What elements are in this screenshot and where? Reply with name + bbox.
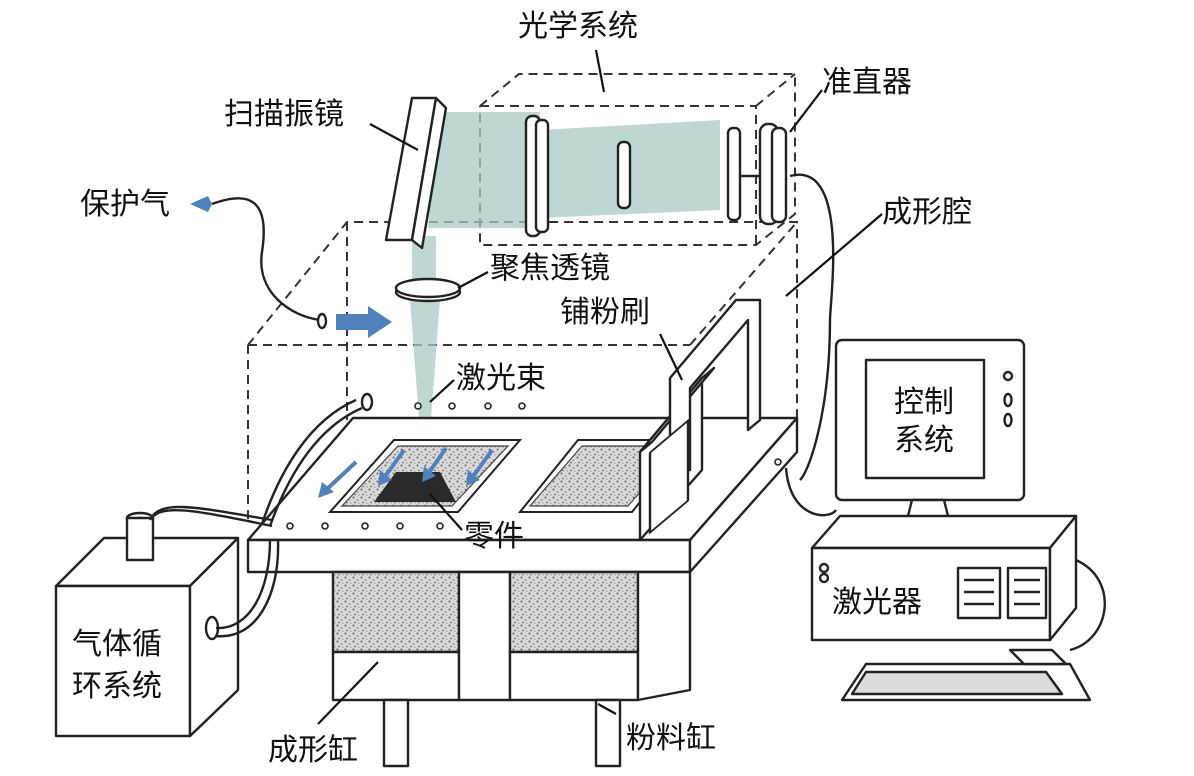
monitor [834,338,1026,534]
label-optical-system: 光学系统 [518,9,638,44]
label-collimator: 准直器 [822,65,912,100]
table-holes [286,402,782,530]
part-shape [374,472,456,502]
label-gas-circulation-1: 气体循 [72,627,162,662]
laser-unit [810,514,1078,642]
label-shield-gas: 保护气 [80,187,170,222]
label-part: 零件 [464,519,524,554]
leader-lines [317,49,883,725]
label-forming-chamber: 成形腔 [882,195,972,230]
label-build-cylinder: 成形缸 [268,733,358,768]
cables [784,173,1106,652]
label-laser-beam: 激光束 [456,361,546,396]
labels: 光学系统 准直器 扫描振镜 保护气 成形腔 聚焦透镜 铺粉刷 激光束 控制 系统… [72,9,972,768]
label-recoater-brush: 铺粉刷 [560,295,650,330]
recoater-brush [638,298,762,542]
optical-system-box [479,73,796,246]
label-control-system-1: 控制 [894,385,954,420]
label-laser: 激光器 [832,585,922,620]
powder-cylinder [508,570,692,768]
optical-lenses [524,114,632,238]
label-gas-circulation-2: 环系统 [72,669,162,704]
label-scan-galvo: 扫描振镜 [224,97,344,132]
label-powder-cylinder: 粉料缸 [626,721,716,756]
scan-galvo-mirror [384,96,448,250]
shield-gas-inlet [190,196,392,338]
build-cylinder [331,570,512,768]
label-focus-lens: 聚焦透镜 [490,251,610,286]
keyboard [840,648,1092,702]
collimator [726,122,788,226]
focus-lens [394,277,462,303]
gas-flow-arrows [318,446,494,498]
gas-hoses [148,392,374,638]
label-control-system-2: 系统 [894,423,954,458]
gas-circulation-unit [54,511,240,738]
